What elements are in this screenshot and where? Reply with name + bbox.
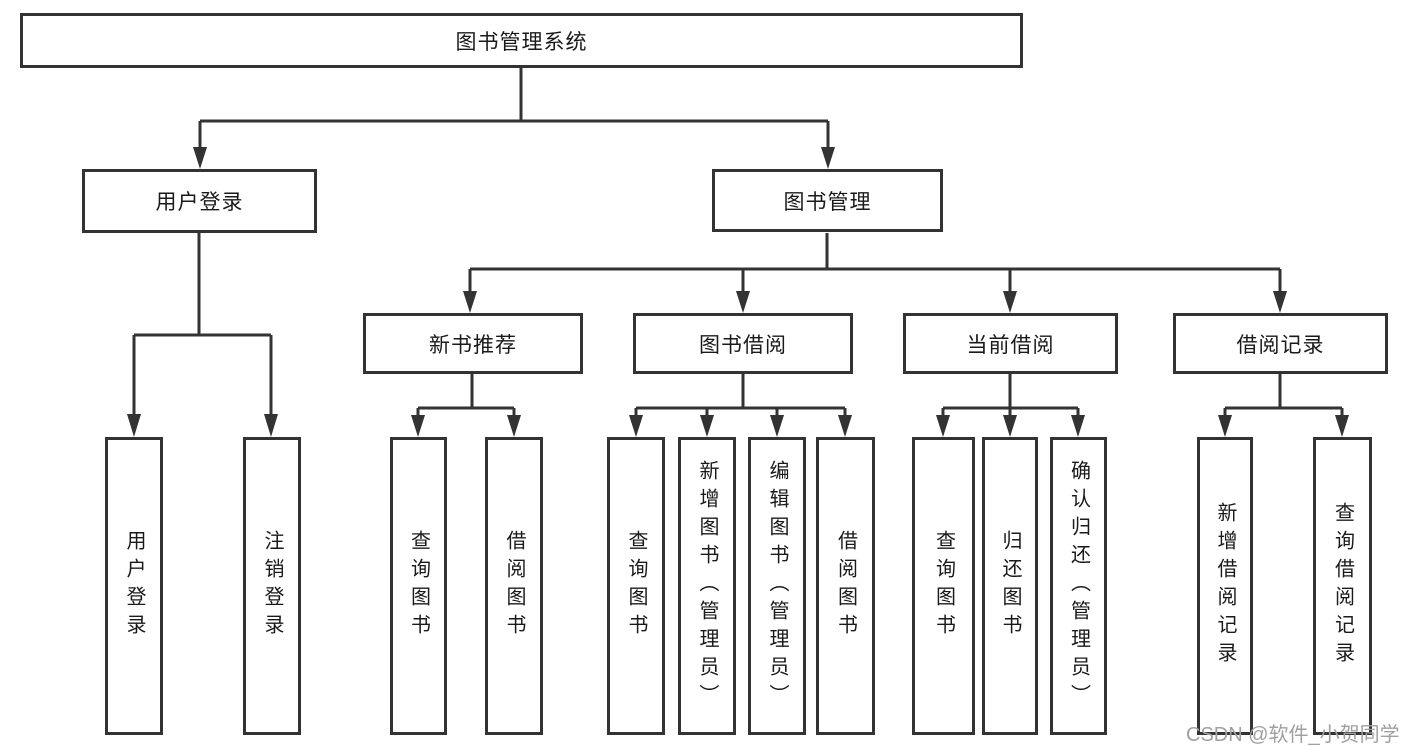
leaf-user-login: 用户登录 bbox=[105, 437, 163, 735]
leaf-confirm-return-admin: 确认归还（管理员） bbox=[1050, 437, 1107, 735]
leaf-query-borrow-record: 查询借阅记录 bbox=[1313, 437, 1372, 735]
node-label: 当前借阅 bbox=[966, 333, 1055, 357]
leaf-query-books-newbook: 查询图书 bbox=[390, 437, 447, 735]
node-new-book-recommend: 新书推荐 bbox=[363, 313, 583, 374]
node-label: 新书推荐 bbox=[429, 333, 517, 357]
node-current-borrowing: 当前借阅 bbox=[903, 313, 1118, 374]
csdn-watermark: CSDN @软件_小贺同学 bbox=[1186, 724, 1400, 746]
node-borrowing-records: 借阅记录 bbox=[1173, 313, 1388, 374]
leaf-label: 查询图书 bbox=[625, 530, 647, 642]
node-label: 图书借阅 bbox=[699, 333, 787, 357]
leaf-edit-books-admin: 编辑图书（管理员） bbox=[748, 437, 806, 735]
node-book-management: 图书管理 bbox=[712, 169, 943, 232]
leaf-label: 用户登录 bbox=[123, 530, 145, 642]
leaf-label: 注销登录 bbox=[261, 530, 283, 642]
node-label: 图书管理 bbox=[783, 190, 872, 214]
leaf-query-books-borrowing: 查询图书 bbox=[607, 437, 665, 735]
leaf-label: 新增借阅记录 bbox=[1214, 502, 1236, 670]
node-user-login: 用户登录 bbox=[82, 169, 317, 233]
leaf-add-borrow-record: 新增借阅记录 bbox=[1197, 437, 1253, 735]
leaf-query-books-current: 查询图书 bbox=[912, 437, 975, 735]
leaf-label: 新增图书（管理员） bbox=[696, 460, 718, 712]
leaf-borrow-books-newbook: 借阅图书 bbox=[485, 437, 543, 735]
leaf-label: 借阅图书 bbox=[503, 530, 525, 642]
node-library-system: 图书管理系统 bbox=[20, 13, 1023, 68]
node-label: 借阅记录 bbox=[1236, 333, 1325, 357]
node-book-borrowing: 图书借阅 bbox=[633, 313, 853, 374]
leaf-label: 编辑图书（管理员） bbox=[766, 460, 788, 712]
leaf-return-books: 归还图书 bbox=[982, 437, 1038, 735]
leaf-label: 借阅图书 bbox=[834, 530, 857, 642]
leaf-label: 确认归还（管理员） bbox=[1067, 460, 1090, 712]
leaf-label: 查询图书 bbox=[932, 530, 955, 642]
leaf-label: 查询借阅记录 bbox=[1331, 502, 1354, 670]
leaf-label: 查询图书 bbox=[407, 530, 430, 642]
leaf-borrow-books-borrowing: 借阅图书 bbox=[816, 437, 875, 735]
leaf-logout: 注销登录 bbox=[243, 437, 301, 735]
node-label: 图书管理系统 bbox=[455, 30, 588, 54]
arrowheads bbox=[127, 147, 1349, 437]
leaf-label: 归还图书 bbox=[999, 530, 1021, 642]
node-label: 用户登录 bbox=[155, 191, 244, 214]
leaf-add-books-admin: 新增图书（管理员） bbox=[678, 437, 736, 735]
